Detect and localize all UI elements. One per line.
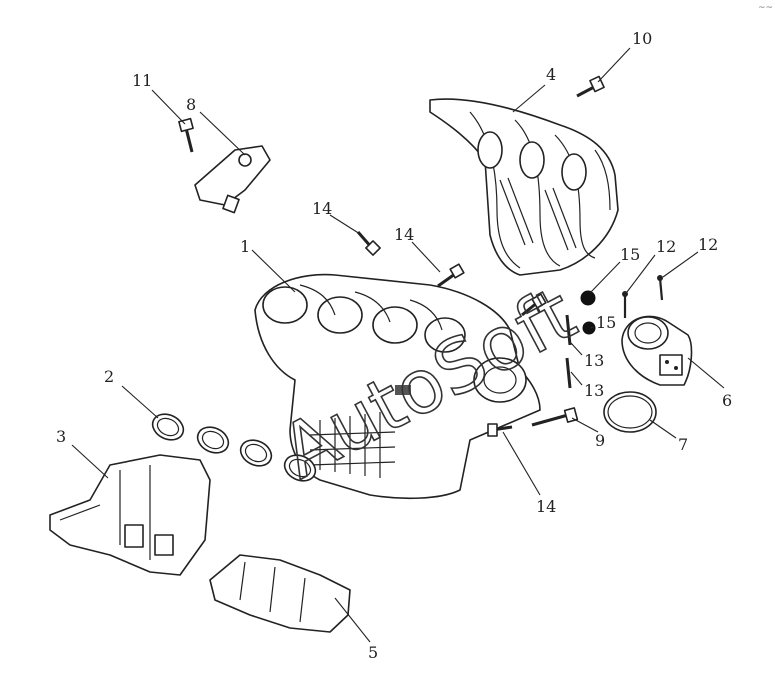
part-3-bracket bbox=[49, 454, 211, 576]
callout-12-left: 12 bbox=[656, 237, 676, 256]
callout-5: 5 bbox=[368, 643, 378, 662]
callout-15-upper: 15 bbox=[620, 245, 640, 264]
part-9-long-bolt bbox=[531, 407, 579, 427]
callout-14-b: 14 bbox=[394, 225, 414, 244]
part-14-bolts bbox=[356, 231, 547, 437]
part-10-bolt bbox=[576, 75, 605, 98]
callout-3: 3 bbox=[56, 427, 66, 446]
callout-4: 4 bbox=[546, 65, 556, 84]
corner-mark: ~~ bbox=[758, 3, 773, 13]
callout-15-lower: 15 bbox=[596, 313, 616, 332]
callout-1: 1 bbox=[240, 237, 250, 256]
callout-10: 10 bbox=[632, 29, 652, 48]
part-2-port-seals bbox=[151, 413, 317, 482]
callout-9: 9 bbox=[595, 431, 605, 450]
part-1-manifold-body bbox=[254, 273, 541, 500]
part-4-upper-runners bbox=[429, 98, 619, 276]
callout-12-right: 12 bbox=[698, 235, 718, 254]
callout-8: 8 bbox=[186, 95, 196, 114]
callout-14-c: 14 bbox=[536, 497, 556, 516]
part-11-bolt bbox=[178, 117, 194, 153]
part-13-pins bbox=[565, 314, 572, 389]
part-8-sensor bbox=[194, 145, 271, 214]
callout-11: 11 bbox=[132, 71, 152, 90]
part-5-lower-bracket bbox=[209, 554, 351, 633]
leader-lines bbox=[71, 47, 725, 643]
part-12-screws bbox=[622, 275, 664, 318]
part-6-throttle-body bbox=[621, 315, 693, 386]
callout-7: 7 bbox=[678, 435, 688, 454]
callout-13-lower: 13 bbox=[584, 381, 604, 400]
part-15-plugs bbox=[580, 290, 596, 335]
callout-2: 2 bbox=[104, 367, 114, 386]
callout-13-upper: 13 bbox=[584, 351, 604, 370]
callout-labels: 1 2 3 4 5 6 7 8 9 10 11 12 12 13 13 14 1… bbox=[56, 29, 732, 662]
manifold-ribs bbox=[309, 412, 396, 478]
callout-6: 6 bbox=[722, 391, 732, 410]
part-7-gasket-ring bbox=[603, 391, 657, 433]
callout-14-a: 14 bbox=[312, 199, 332, 218]
